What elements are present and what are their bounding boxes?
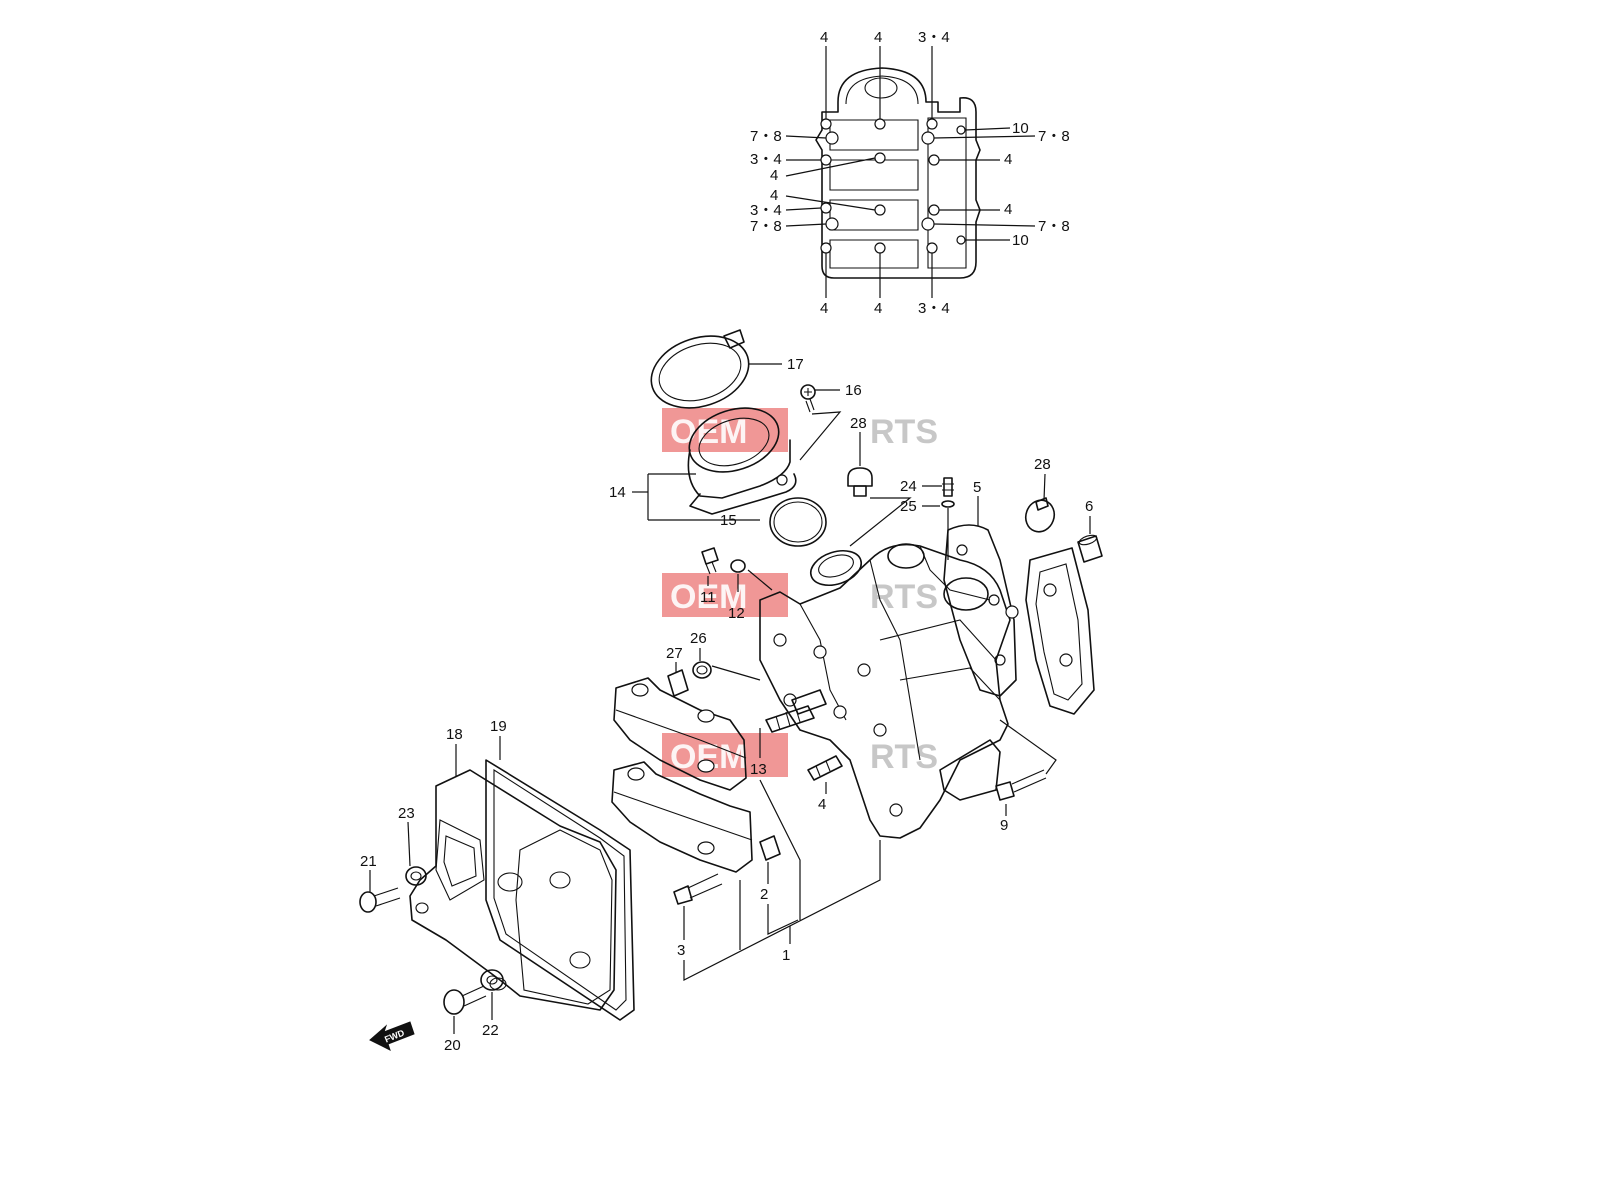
callout-16: 16: [845, 382, 862, 399]
callout-gasket-right-10-b: 10: [1012, 232, 1029, 249]
part-26-o-ring: 26: [690, 630, 761, 681]
callout-13: 13: [750, 761, 767, 778]
callout-25: 25: [900, 498, 917, 515]
part-17-intake-clamp: 17: [650, 329, 804, 409]
part-21-bolt: 21: [359, 853, 401, 913]
callout-4: 4: [818, 796, 826, 813]
callout-18: 18: [446, 726, 463, 743]
part-24-fitting: 24: [900, 477, 954, 497]
head-gasket-pattern: 4 4 3・4 7・8 3・4 4 4 3・4 7・8 10 7・8 4 4 7…: [750, 29, 1070, 317]
callout-22: 22: [482, 1022, 499, 1039]
part-27-dowel: 27: [666, 645, 689, 697]
part-cylinder-head: [759, 543, 1019, 839]
part-2-dowel: 2: [759, 835, 781, 903]
watermark-middle: OEM RTS: [662, 573, 938, 617]
part-1-assembly-bracket: 1: [683, 779, 881, 981]
part-3-bolt: 3: [673, 873, 723, 959]
callout-gasket-right-78-b: 7・8: [1038, 218, 1070, 235]
callout-28b: 28: [1034, 456, 1051, 473]
callout-gasket-right-10-a: 10: [1012, 120, 1029, 137]
part-15-o-ring: 15: [720, 497, 827, 547]
callout-20: 20: [444, 1037, 461, 1054]
callout-gasket-right-78-a: 7・8: [1038, 128, 1070, 145]
callout-gasket-top-left: 4: [820, 29, 828, 46]
callout-12: 12: [728, 605, 745, 622]
callout-21: 21: [360, 853, 377, 870]
callout-19: 19: [490, 718, 507, 735]
part-5-head-gasket: 5: [943, 479, 1017, 697]
callout-28a: 28: [850, 415, 867, 432]
callout-11: 11: [700, 589, 716, 606]
callout-1: 1: [782, 947, 790, 964]
callout-14: 14: [609, 484, 626, 501]
callout-5: 5: [973, 479, 981, 496]
part-20-bolt: 20: [443, 985, 487, 1054]
callout-9: 9: [1000, 817, 1008, 834]
watermark-brand-tail: RTS: [870, 738, 938, 776]
callout-gasket-bottom-right: 3・4: [918, 300, 950, 317]
part-28-plug-a: 28: [847, 415, 912, 547]
callout-24: 24: [900, 478, 917, 495]
callout-15: 15: [720, 512, 737, 529]
part-cam-holder-upper: [613, 677, 747, 791]
watermark-bottom: OEM RTS: [662, 733, 938, 777]
part-6-dowel: 6: [1077, 498, 1103, 563]
watermark-brand-tail: RTS: [870, 578, 938, 616]
callout-gasket-bottom-mid: 4: [874, 300, 882, 317]
watermark-top: OEM RTS: [662, 408, 938, 452]
callout-gasket-right-4-a: 4: [1004, 151, 1012, 168]
callout-23: 23: [398, 805, 415, 822]
part-18-head-cover: 18: [409, 726, 617, 1011]
fwd-arrow-label: FWD: [383, 1027, 406, 1044]
callout-gasket-top-mid: 4: [874, 29, 882, 46]
callout-17: 17: [787, 356, 804, 373]
part-9-bolt: 9: [995, 719, 1057, 834]
callout-gasket-left-78-b: 7・8: [750, 218, 782, 235]
part-12-washer: 12: [728, 559, 773, 622]
part-23-grommet: 23: [398, 805, 427, 886]
watermark-brand: OEM: [670, 578, 747, 616]
callout-3: 3: [677, 942, 685, 959]
callout-gasket-right-4-b: 4: [1004, 201, 1012, 218]
callout-2: 2: [760, 886, 768, 903]
watermark-brand-tail: RTS: [870, 413, 938, 451]
fwd-arrow-icon: FWD: [369, 1021, 415, 1051]
part-13-spark-plug: 13: [750, 689, 827, 778]
part-14-intake-pipe: 14: [609, 407, 797, 521]
callout-26: 26: [690, 630, 707, 647]
part-28-plug-b: 28: [1024, 456, 1056, 533]
part-cylinder-gasket-right: [1025, 547, 1095, 715]
part-16-screw: 16: [799, 382, 862, 461]
callout-27: 27: [666, 645, 683, 662]
part-22-grommet: 22: [480, 969, 504, 1039]
part-19-head-cover-gasket: 19: [485, 718, 635, 1021]
callout-gasket-left-4-a: 4: [770, 167, 778, 184]
callout-gasket-left-78-a: 7・8: [750, 128, 782, 145]
part-11-bolt: 11: [700, 547, 719, 606]
callout-gasket-left-4-b: 4: [770, 187, 778, 204]
part-4-stud: 4: [807, 755, 843, 813]
callout-gasket-top-right: 3・4: [918, 29, 950, 46]
callout-gasket-left-34-a: 3・4: [750, 151, 782, 168]
part-cam-holder-lower: [611, 761, 753, 873]
callout-gasket-left-34-b: 3・4: [750, 202, 782, 219]
callout-6: 6: [1085, 498, 1093, 515]
callout-gasket-bottom-left: 4: [820, 300, 828, 317]
